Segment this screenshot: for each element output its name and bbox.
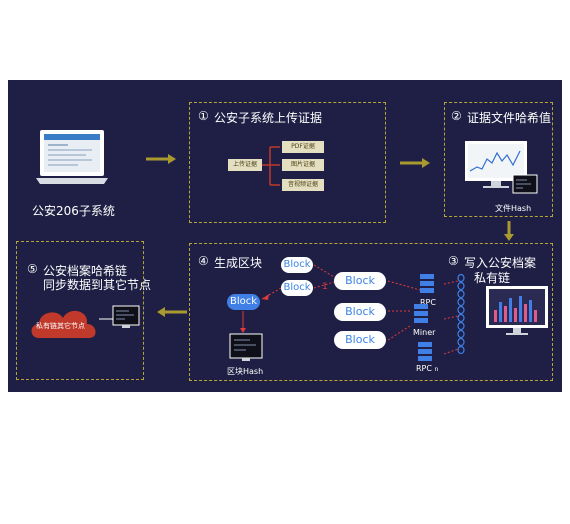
rpc-n-subscript: n: [434, 366, 439, 373]
step4-number: ④: [198, 254, 209, 268]
evidence-item-image: 图片证据: [282, 159, 324, 171]
cloud-icon: [31, 310, 96, 338]
arrow-left-icon: [157, 307, 187, 317]
block-pill: Block: [334, 303, 386, 321]
step3-number: ③: [448, 254, 459, 268]
terminal-icon: [512, 174, 538, 194]
upload-evidence-label: 上传证据: [228, 159, 262, 171]
step5-number: ⑤: [27, 262, 38, 276]
arrow-down-icon: [504, 221, 514, 241]
rpc-n-label: RPC n: [416, 364, 438, 373]
bracket-connector: [262, 146, 280, 186]
server-icon: [418, 342, 432, 361]
step1-box: ① 公安子系统上传证据 上传证据 PDF证据 图片证据 音视频证据: [189, 102, 386, 223]
block-pill: Block: [334, 331, 386, 349]
link-line: [99, 318, 113, 320]
server-icon: [414, 304, 428, 323]
step2-box: ② 证据文件哈希值 文件Hash: [444, 102, 553, 217]
rpc-n-text: RPC: [416, 364, 432, 373]
evidence-item-pdf: PDF证据: [282, 141, 324, 153]
step1-number: ①: [198, 109, 209, 123]
step5-title-line1: 公安档案哈希链: [43, 264, 128, 278]
rpc-top-label: RPC: [420, 298, 436, 307]
block-pill: Block: [281, 257, 313, 273]
terminal-icon: [229, 333, 263, 361]
arrow-right-icon: [400, 158, 430, 168]
miner-label: Miner: [413, 328, 436, 337]
step2-title: 证据文件哈希值: [467, 111, 552, 125]
block-hash-label: 区块Hash: [227, 367, 264, 376]
server-icon: [420, 274, 434, 293]
block-arrows: [240, 264, 459, 355]
block-marker: 1: [322, 282, 328, 292]
diagram-panel: 公安206子系统 ① 公安子系统上传证据 上传证据 PDF证据 图片证据 音视频…: [8, 80, 562, 392]
step34-box: ④ 生成区块 Block Block Block Block Block Blo…: [189, 243, 553, 381]
arrow-right-icon: [146, 154, 176, 164]
new-block-pill: Block: [227, 294, 260, 310]
file-hash-label: 文件Hash: [495, 204, 532, 213]
step3-title-line2: 私有链: [474, 271, 511, 285]
step2-number: ②: [451, 109, 462, 123]
chart-monitor-icon: [465, 141, 527, 188]
source-label: 公安206子系统: [32, 204, 115, 218]
step4-title: 生成区块: [214, 256, 263, 270]
step3-title-line1: 写入公安档案: [464, 256, 537, 270]
chain-icon: [457, 273, 465, 355]
dashboard-monitor-icon: [486, 286, 548, 335]
evidence-item-video: 音视频证据: [282, 179, 324, 191]
block-pill: Block: [334, 272, 386, 290]
step5-box: ⑤ 公安档案哈希链 同步数据到其它节点 私有链其它节点: [16, 241, 151, 380]
step5-title-line2: 同步数据到其它节点: [43, 278, 152, 292]
cloud-label: 私有链其它节点: [36, 322, 85, 330]
terminal-icon: [112, 305, 140, 328]
laptop-icon: [36, 130, 108, 184]
block-pill: Block: [281, 280, 313, 296]
step1-title: 公安子系统上传证据: [214, 111, 323, 125]
